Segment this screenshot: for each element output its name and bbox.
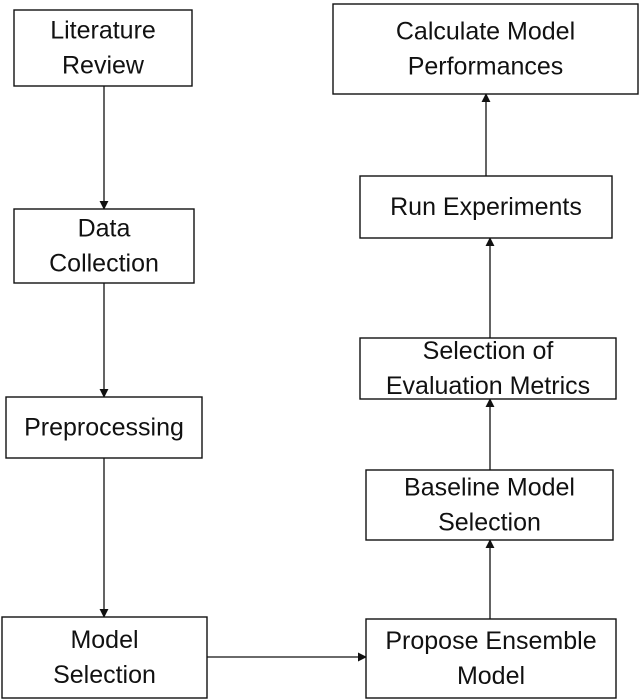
node-label-calculate-model-performances-line-2: Performances: [408, 53, 564, 81]
node-label-data-collection-line-2: Collection: [49, 250, 159, 278]
node-label-propose-ensemble-model-line-2: Model: [457, 662, 525, 690]
node-box-calculate-model-performances: [332, 3, 639, 95]
node-box-baseline-model-selection: [365, 469, 614, 541]
node-selection-of-evaluation-metrics: Selection of Evaluation Metrics: [359, 337, 617, 400]
edges: [99, 86, 495, 662]
node-box-run-experiments: [359, 175, 613, 239]
node-box-data-collection: [13, 208, 195, 284]
node-box-propose-ensemble-model: [365, 618, 617, 699]
node-box-selection-of-evaluation-metrics: [359, 337, 617, 400]
node-label-baseline-model-selection-line-2: Selection: [438, 509, 541, 537]
node-label-model-selection-line-1: Model: [70, 626, 138, 654]
node-label-propose-ensemble-model-line-1: Propose Ensemble: [385, 627, 596, 655]
node-box-model-selection: [1, 616, 208, 699]
node-label-preprocessing-line-1: Preprocessing: [24, 414, 184, 442]
node-label-literature-review-line-2: Review: [62, 52, 145, 80]
nodes: LiteratureReviewDataCollectionPreprocess…: [1, 3, 639, 699]
node-label-calculate-model-performances-line-1: Calculate Model: [396, 18, 575, 46]
node-label-baseline-model-selection-line-1: Baseline Model: [404, 474, 575, 502]
node-label-model-selection-line-2: Selection: [53, 661, 156, 689]
node-label-selection-of-evaluation-metrics-line-2: Evaluation Metrics: [386, 372, 590, 400]
node-run-experiments: Run Experiments: [359, 175, 613, 239]
node-label-data-collection-line-1: Data: [78, 215, 131, 243]
node-box-preprocessing: [5, 396, 203, 459]
node-label-literature-review-line-1: Literature: [50, 17, 156, 45]
node-box-literature-review: [13, 9, 193, 87]
node-label-selection-of-evaluation-metrics-line-1: Selection of: [423, 337, 554, 365]
node-label-run-experiments-line-1: Run Experiments: [390, 193, 582, 221]
node-preprocessing: Preprocessing: [5, 396, 203, 459]
